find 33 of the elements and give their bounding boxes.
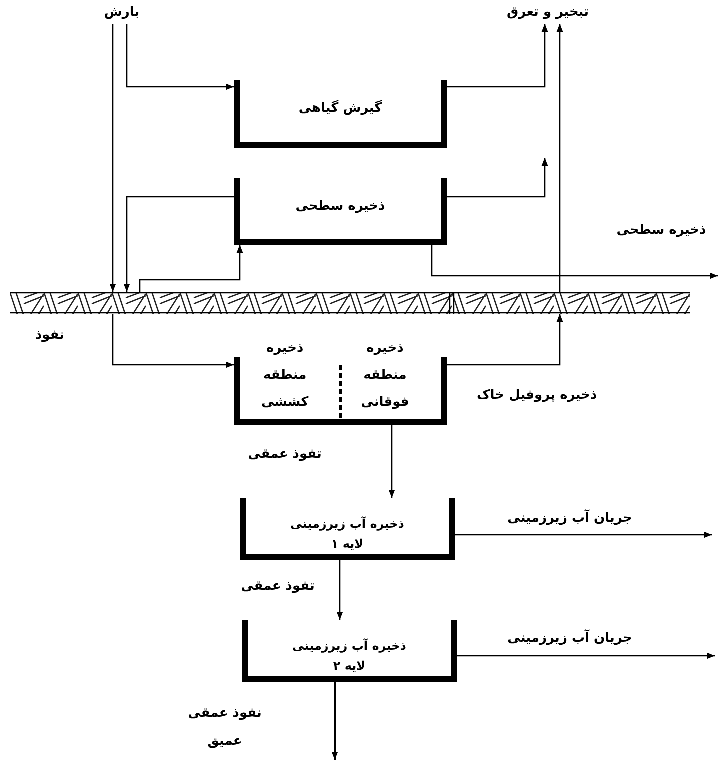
flow-note: نفوذ عمقی عمیق: [187, 705, 263, 751]
storage-label: ذخیره منطقه فوقانی: [360, 340, 410, 412]
storage-label: گیرش گیاهی: [298, 100, 384, 118]
arrow: [455, 532, 712, 538]
arrow: [139, 245, 244, 292]
arrow: [336, 560, 344, 620]
arrow: [126, 24, 234, 90]
flow-label: بارش: [92, 2, 152, 24]
arrow: [556, 24, 564, 292]
storage-bucket: [240, 498, 455, 560]
storage-label: ذخیره آب زیرزمینی لایه ۱: [290, 516, 406, 553]
storage-bucket: [234, 80, 447, 148]
flow-note: نفوذ: [34, 327, 66, 345]
arrow: [112, 314, 234, 368]
arrow: [124, 196, 234, 292]
flow-note: تفوذ عمقی: [247, 446, 323, 464]
arrow: [332, 682, 338, 760]
arrow: [447, 24, 548, 88]
ground-band: [10, 292, 690, 314]
storage-label: ذخیره آب زیرزمینی لایه ۲: [292, 638, 408, 675]
storage-label: ذخیره منطقه کششی: [260, 340, 310, 412]
flow-label: تبخیر و تعرق: [486, 2, 610, 24]
flow-note: تفوذ عمقی: [240, 578, 316, 596]
storage-bucket: [234, 178, 447, 245]
storage-caption: ذخیره پروفیل خاک: [477, 387, 598, 405]
storage-bucket: [242, 620, 457, 682]
arrow: [388, 425, 396, 498]
storage-label: ذخیره سطحی: [294, 198, 386, 216]
arrow: [447, 314, 564, 366]
arrow: [447, 158, 548, 198]
arrow: [110, 24, 116, 292]
arrow: [431, 245, 718, 280]
arrow: [457, 652, 715, 660]
